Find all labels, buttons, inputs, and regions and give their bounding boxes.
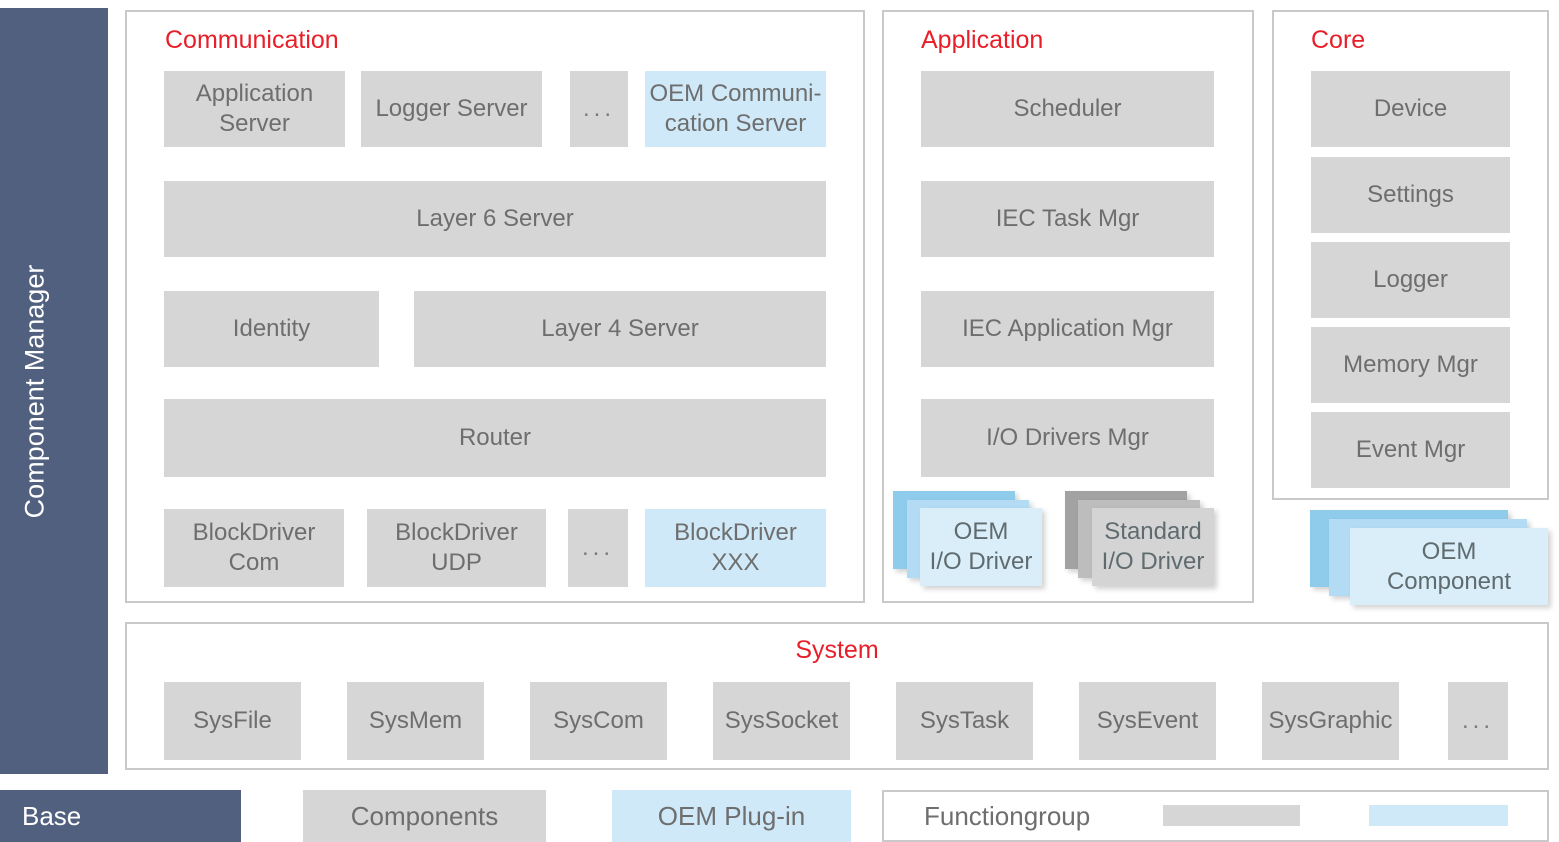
box-scheduler: Scheduler bbox=[921, 71, 1214, 147]
legend-functiongroup-label: Functiongroup bbox=[924, 800, 1091, 831]
legend-base: Base bbox=[0, 790, 241, 842]
box-syssocket: SysSocket bbox=[713, 682, 850, 760]
box-more-system: ... bbox=[1448, 682, 1508, 760]
communication-panel: Communication Application Server Logger … bbox=[125, 10, 865, 603]
communication-title: Communication bbox=[165, 26, 339, 54]
box-logger: Logger bbox=[1311, 242, 1510, 318]
box-event-mgr: Event Mgr bbox=[1311, 412, 1510, 488]
box-more-blockdrivers: ... bbox=[568, 509, 628, 587]
legend-gray-swatch bbox=[1163, 805, 1300, 826]
component-manager-label: Component Manager bbox=[19, 264, 50, 518]
legend-oem-plugin: OEM Plug-in bbox=[612, 790, 851, 842]
box-sysfile: SysFile bbox=[164, 682, 301, 760]
box-application-server: Application Server bbox=[164, 71, 345, 147]
box-iec-application-mgr: IEC Application Mgr bbox=[921, 291, 1214, 367]
box-logger-server: Logger Server bbox=[361, 71, 542, 147]
standard-io-driver-card-front: Standard I/O Driver bbox=[1092, 508, 1214, 586]
legend-functiongroup: Functiongroup bbox=[882, 790, 1549, 842]
box-blockdriver-xxx: BlockDriver XXX bbox=[645, 509, 826, 587]
box-identity: Identity bbox=[164, 291, 379, 367]
box-io-drivers-mgr: I/O Drivers Mgr bbox=[921, 399, 1214, 477]
application-panel: Application Scheduler IEC Task Mgr IEC A… bbox=[882, 10, 1254, 603]
component-manager-bar: Component Manager bbox=[0, 8, 108, 774]
legend-blue-swatch bbox=[1369, 805, 1508, 826]
application-title: Application bbox=[921, 26, 1044, 54]
box-memory-mgr: Memory Mgr bbox=[1311, 327, 1510, 403]
legend-components: Components bbox=[303, 790, 546, 842]
box-oem-communication-server: OEM Communi- cation Server bbox=[645, 71, 826, 147]
box-layer6-server: Layer 6 Server bbox=[164, 181, 826, 257]
box-syscom: SysCom bbox=[530, 682, 667, 760]
box-blockdriver-com: BlockDriver Com bbox=[164, 509, 344, 587]
system-title: System bbox=[795, 636, 879, 664]
box-sysevent: SysEvent bbox=[1079, 682, 1216, 760]
system-panel: System SysFile SysMem SysCom SysSocket S… bbox=[125, 622, 1549, 770]
box-iec-task-mgr: IEC Task Mgr bbox=[921, 181, 1214, 257]
box-systask: SysTask bbox=[896, 682, 1033, 760]
core-panel: Core Device Settings Logger Memory Mgr E… bbox=[1272, 10, 1549, 500]
box-device: Device bbox=[1311, 71, 1510, 147]
box-blockdriver-udp: BlockDriver UDP bbox=[367, 509, 546, 587]
box-layer4-server: Layer 4 Server bbox=[414, 291, 826, 367]
oem-io-driver-card-front: OEM I/O Driver bbox=[920, 508, 1042, 586]
legend-base-label: Base bbox=[22, 800, 82, 831]
box-sysmem: SysMem bbox=[347, 682, 484, 760]
box-router: Router bbox=[164, 399, 826, 477]
core-title: Core bbox=[1311, 26, 1366, 54]
box-sysgraphic: SysGraphic bbox=[1262, 682, 1399, 760]
box-more-servers: ... bbox=[570, 71, 628, 147]
box-settings: Settings bbox=[1311, 157, 1510, 233]
oem-component-card-front: OEM Component bbox=[1350, 528, 1548, 605]
